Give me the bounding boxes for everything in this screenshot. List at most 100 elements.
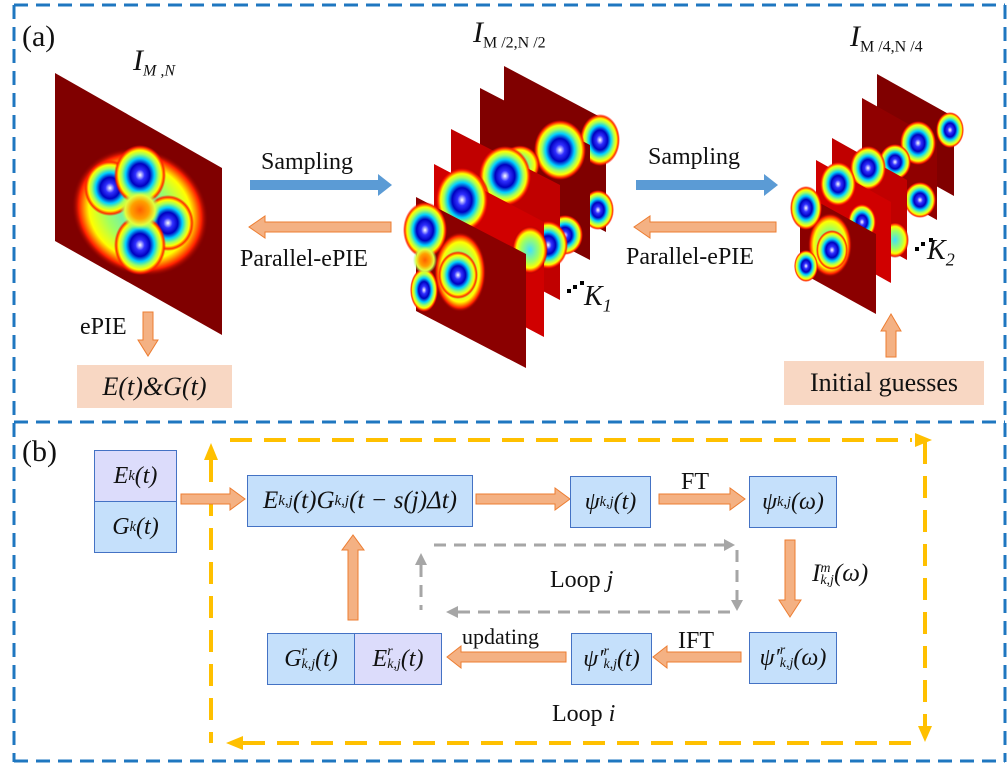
sampling-label-2: Sampling: [648, 144, 741, 170]
parallel-epie-label-1: Parallel-ePIE: [240, 246, 368, 272]
symbol-g: G: [316, 487, 335, 514]
loop-word: Loop: [552, 701, 603, 727]
argument: (t): [134, 462, 158, 489]
argument: (ω): [790, 488, 824, 515]
subscript-e: k,j: [278, 492, 293, 509]
symbol: I: [812, 560, 821, 587]
argument: (t): [613, 488, 637, 515]
superscript: r: [387, 644, 393, 660]
epie-arrow: [137, 311, 159, 357]
subscript: k,j: [599, 493, 614, 510]
loop-j-arrowhead-right: [724, 539, 735, 551]
initial-guesses-arrow: [880, 313, 902, 358]
stack-quarter-slice: [790, 186, 876, 314]
argument-g: (t − s(j)Δt): [349, 487, 458, 514]
subscript: k,j: [387, 657, 401, 672]
argument: (t): [136, 513, 159, 540]
loop-j-arrowhead-up: [415, 553, 427, 565]
result-box: E(t)&G(t): [77, 365, 232, 408]
stack-count-k2: K2: [927, 235, 955, 269]
k-main: K: [927, 235, 946, 266]
title-sub: M /2,N /2: [483, 34, 546, 52]
loop-i-arrowhead-down: [918, 726, 932, 742]
symbol: E: [372, 645, 388, 672]
symbol: ψ: [584, 488, 600, 515]
loop-i-path: [209, 438, 927, 745]
argument: (t): [617, 645, 640, 672]
superscript: r: [603, 644, 609, 660]
ellipsis-dots-k1: [567, 281, 584, 293]
arrow-ft: [658, 487, 746, 511]
parallel-epie-arrow-2: [633, 215, 777, 239]
title-main: I: [473, 16, 483, 49]
panel-a-border: [12, 3, 1007, 762]
loop-j-arrowhead-left: [446, 606, 458, 618]
symbol: ψ: [762, 488, 777, 515]
symbol: E: [113, 462, 129, 489]
arrow-product-to-psi-t: [475, 487, 571, 511]
argument: (t): [315, 645, 338, 672]
loop-word: Loop: [550, 567, 601, 593]
title-sub: M /4,N /4: [860, 38, 923, 56]
title-image-half: IM /2,N /2: [473, 18, 546, 52]
parallel-epie-arrow-1: [248, 215, 392, 239]
loop-i-arrowhead-left: [226, 736, 243, 750]
title-sub: M ,N: [143, 62, 175, 80]
argument: (ω): [793, 644, 827, 671]
stack-quarter-slice: [862, 98, 937, 220]
arrow-updated-to-product: [341, 534, 365, 621]
argument: (t): [400, 645, 424, 672]
subscript: k,j: [820, 573, 834, 589]
loop-var: i: [608, 701, 616, 727]
stack-half-slice: [403, 197, 526, 368]
title-main: I: [850, 20, 860, 53]
loop-var: j: [606, 567, 614, 593]
subscript-g: k,j: [334, 492, 350, 509]
k-sub: 1: [602, 295, 612, 316]
image-stack-quarter-resolution: [790, 74, 964, 314]
loop-i-arrowhead-right: [915, 433, 932, 447]
arrow-measured: [778, 539, 802, 618]
subscript: k: [128, 467, 135, 484]
epie-label: ePIE: [80, 314, 127, 340]
panel-a-label: (a): [22, 20, 56, 53]
loop-j-path: [419, 543, 739, 614]
symbol: G: [284, 645, 302, 672]
arrow-updating: [446, 644, 567, 670]
symbol: ψ′: [759, 644, 780, 671]
superscript: r: [779, 643, 786, 659]
subscript: k,j: [603, 657, 618, 672]
initial-guesses-box: Initial guesses: [784, 361, 984, 405]
superscript: r: [301, 644, 307, 660]
ft-label: FT: [681, 469, 710, 495]
subscript: k,j: [779, 656, 794, 671]
title-main: I: [133, 44, 143, 77]
sampling-label-1: Sampling: [261, 149, 354, 175]
image-full-resolution: [55, 73, 222, 335]
image-stack-half-resolution: [403, 66, 620, 368]
subscript: k,j: [776, 493, 791, 510]
loop-i-arrowhead-up: [204, 443, 218, 460]
ellipsis-dots-k2: [915, 238, 933, 251]
argument: (ω): [833, 560, 869, 587]
ift-label: IFT: [678, 628, 714, 654]
loop-i-label: Loop i: [552, 702, 615, 726]
sampling-arrow-2: [636, 174, 778, 196]
title-image-full: IM ,N: [133, 46, 175, 80]
sampling-arrow-1: [250, 174, 392, 196]
updating-label: updating: [462, 624, 539, 649]
parallel-epie-label-2: Parallel-ePIE: [626, 244, 754, 270]
title-image-quarter: IM /4,N /4: [850, 22, 923, 56]
k-main: K: [584, 281, 603, 312]
symbol: ψ′: [583, 645, 604, 672]
